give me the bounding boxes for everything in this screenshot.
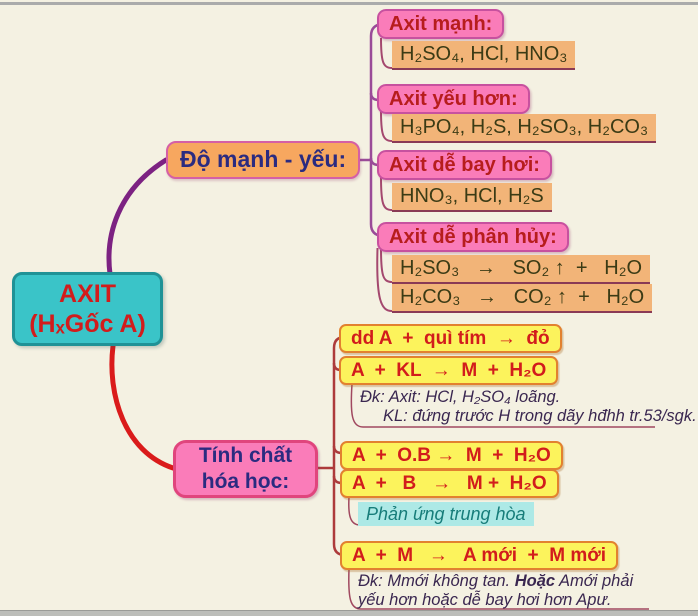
branch-curve-strength	[106, 157, 169, 277]
note-salt-line2: yếu hơn hoặc dễ bay hơi hơn Apư.	[358, 591, 612, 609]
note-salt-part1: Đk: Mmới không tan.	[358, 572, 515, 590]
strength-subtree-lines	[353, 22, 385, 238]
note-salt-line1: Đk: Mmới không tan. Hoặc Amới phải	[358, 572, 633, 591]
branch-curve-chemistry	[109, 343, 176, 471]
branch-chemistry-label: Tính chất hóa học:	[173, 440, 318, 498]
topic-axit-manh: Axit mạnh:	[377, 9, 505, 39]
note-metal-line1: Đk: Axit: HCl, H₂SO₄ loãng.	[360, 388, 561, 406]
reaction-base: A + B → M + H₂O	[340, 469, 559, 498]
topic-axit-de-phan-huy: Axit dễ phân hủy:	[377, 222, 569, 252]
item-axit-de-bay-hoi: HNO₃, HCl, H₂S	[392, 183, 552, 212]
note-salt-condition: Đk: Mmới không tan. Hoặc Amới phải yếu h…	[358, 572, 633, 610]
topic-axit-yeu-hon: Axit yếu hơn:	[377, 84, 530, 114]
root-node-axit: AXIT (HₓGốc A)	[12, 272, 163, 346]
chemistry-label-line2: hóa học:	[201, 470, 290, 493]
item-axit-yeu-hon: H₃PO₄, H₂S, H₂SO₃, H₂CO₃	[392, 114, 657, 143]
top-border-strip	[0, 2, 698, 5]
chemistry-label-line1: Tính chất	[198, 443, 293, 467]
note-metal-line2: KL: đứng trước H trong dãy hđhh tr.53/sg…	[383, 407, 697, 425]
equation-h2co3: H₂CO₃ → CO₂ ↑ + H₂O	[392, 284, 653, 313]
note-salt-bold: Hoặc	[514, 572, 556, 590]
note-metal-condition: Đk: Axit: HCl, H₂SO₄ loãng. KL: đứng trư…	[360, 388, 697, 426]
root-title: AXIT	[59, 279, 116, 308]
root-subtitle: (HₓGốc A)	[29, 310, 146, 338]
branch-strength-label: Độ mạnh - yếu:	[166, 141, 361, 179]
note-neutralization: Phản ứng trung hòa	[358, 502, 534, 526]
bottom-border-strip	[0, 610, 698, 616]
equation-h2so3: H₂SO₃ → SO₂ ↑ + H₂O	[392, 255, 651, 284]
reaction-litmus: dd A + quì tím → đỏ	[339, 324, 562, 353]
reaction-salt: A + M → A mới + M mới	[340, 541, 618, 570]
reaction-metal: A + KL → M + H₂O	[339, 356, 559, 385]
topic-axit-de-bay-hoi: Axit dễ bay hơi:	[377, 150, 552, 180]
note-salt-part2: Amới phải	[555, 572, 634, 590]
reaction-basic-oxide: A + O.B → M + H₂O	[340, 441, 563, 470]
item-axit-manh: H₂SO₄, HCl, HNO₃	[392, 41, 576, 70]
